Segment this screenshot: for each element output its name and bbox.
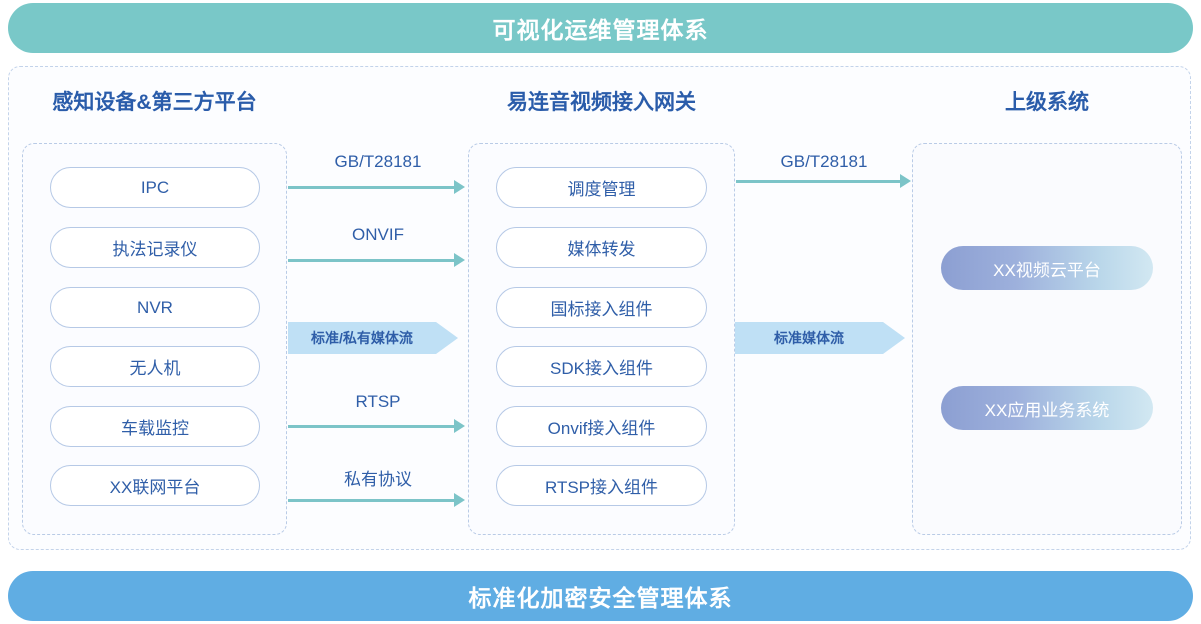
connector-arrowhead-onvif bbox=[454, 253, 465, 267]
connector-arrowhead-private-protocol bbox=[454, 493, 465, 507]
column-panel-upper-system bbox=[912, 143, 1182, 535]
connector-label-private-protocol: 私有协议 bbox=[344, 470, 412, 489]
connector-label-rtsp: RTSP bbox=[355, 392, 401, 411]
device-item-label: XX联网平台 bbox=[109, 478, 201, 497]
connector-arrowhead-gbt28181-right bbox=[900, 174, 911, 188]
top-banner-label: 可视化运维管理体系 bbox=[492, 17, 709, 43]
gateway-item-label: 媒体转发 bbox=[567, 240, 636, 259]
connector-block-tip bbox=[436, 322, 458, 354]
gateway-item-label: 调度管理 bbox=[567, 180, 636, 199]
gateway-item-rtsp-access-component[interactable]: RTSP接入组件 bbox=[496, 465, 707, 506]
connector-block-standard-media-stream: 标准媒体流 bbox=[735, 322, 905, 354]
column-header-upper-system: 上级系统 bbox=[1005, 91, 1089, 114]
upper-system-item-application-business-system[interactable]: XX应用业务系统 bbox=[941, 386, 1153, 430]
bottom-banner: 标准化加密安全管理体系 bbox=[8, 571, 1193, 621]
connector-block-label: 标准/私有媒体流 bbox=[288, 322, 436, 354]
device-item-xx-network-platform[interactable]: XX联网平台 bbox=[50, 465, 260, 506]
connector-label-onvif: ONVIF bbox=[352, 225, 404, 244]
gateway-item-label: RTSP接入组件 bbox=[544, 478, 659, 497]
column-header-gateway: 易连音视频接入网关 bbox=[507, 91, 696, 114]
connector-line-private-protocol bbox=[288, 499, 454, 502]
upper-system-item-label: XX应用业务系统 bbox=[984, 400, 1110, 420]
connector-block-tip bbox=[883, 322, 905, 354]
gateway-item-dispatch-management[interactable]: 调度管理 bbox=[496, 167, 707, 208]
column-header-sensing-devices: 感知设备&第三方平台 bbox=[52, 91, 257, 114]
device-item-vehicle-monitoring[interactable]: 车载监控 bbox=[50, 406, 260, 447]
device-item-nvr[interactable]: NVR bbox=[50, 287, 260, 328]
gateway-item-gb-access-component[interactable]: 国标接入组件 bbox=[496, 287, 707, 328]
connector-line-gbt28181-right bbox=[736, 180, 900, 183]
gateway-item-label: Onvif接入组件 bbox=[547, 419, 656, 438]
gateway-item-label: 国标接入组件 bbox=[550, 300, 653, 319]
connector-label-gbt28181-right: GB/T28181 bbox=[780, 152, 868, 171]
gateway-item-onvif-access-component[interactable]: Onvif接入组件 bbox=[496, 406, 707, 447]
device-item-label: 无人机 bbox=[129, 359, 181, 378]
device-item-label: IPC bbox=[140, 177, 170, 197]
device-item-law-enforcement-recorder[interactable]: 执法记录仪 bbox=[50, 227, 260, 268]
connector-line-onvif bbox=[288, 259, 454, 262]
connector-line-rtsp bbox=[288, 425, 454, 428]
connector-line-gbt28181-left bbox=[288, 186, 454, 189]
connector-arrowhead-rtsp bbox=[454, 419, 465, 433]
device-item-drone[interactable]: 无人机 bbox=[50, 346, 260, 387]
device-item-ipc[interactable]: IPC bbox=[50, 167, 260, 208]
gateway-item-label: SDK接入组件 bbox=[550, 359, 653, 378]
connector-block-label: 标准媒体流 bbox=[735, 322, 883, 354]
device-item-label: 执法记录仪 bbox=[112, 240, 198, 259]
bottom-banner-label: 标准化加密安全管理体系 bbox=[468, 585, 733, 611]
connector-label-gbt28181-left: GB/T28181 bbox=[334, 152, 422, 171]
connector-block-standard-private-media-stream: 标准/私有媒体流 bbox=[288, 322, 458, 354]
device-item-label: NVR bbox=[137, 297, 173, 317]
device-item-label: 车载监控 bbox=[121, 419, 189, 438]
gateway-item-media-forwarding[interactable]: 媒体转发 bbox=[496, 227, 707, 268]
gateway-item-sdk-access-component[interactable]: SDK接入组件 bbox=[496, 346, 707, 387]
upper-system-item-video-cloud-platform[interactable]: XX视频云平台 bbox=[941, 246, 1153, 290]
upper-system-item-label: XX视频云平台 bbox=[993, 260, 1101, 280]
top-banner: 可视化运维管理体系 bbox=[8, 3, 1193, 53]
connector-arrowhead-gbt28181-left bbox=[454, 180, 465, 194]
